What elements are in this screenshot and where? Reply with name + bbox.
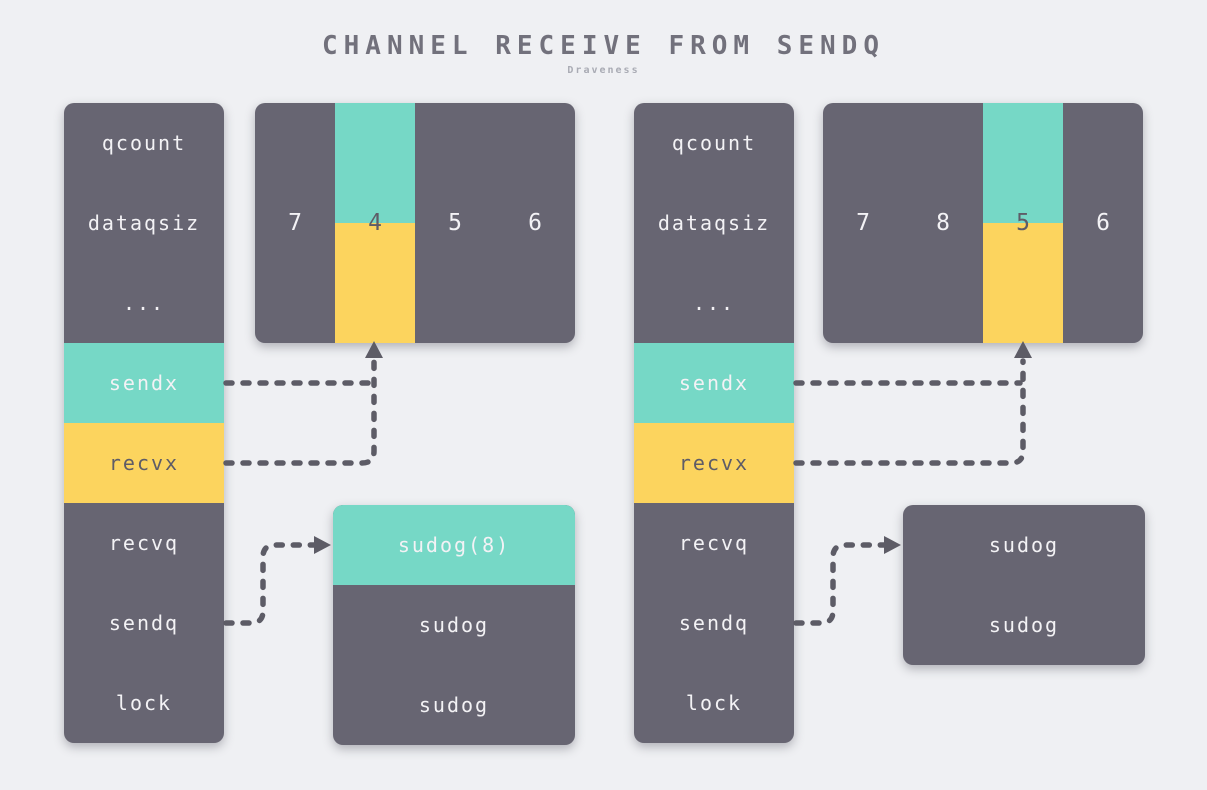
arrow-recvx-to-buffer-right [793,358,1026,466]
struct-field-dataqsiz: dataqsiz [657,211,771,235]
hchan-struct-right: qcount dataqsiz ... sendx recvx recvq se… [634,103,794,743]
ring-buffer-right: 7 8 5 6 [823,103,1143,343]
sudog-row: sudog [418,693,490,717]
arrow-sendq-to-sudog-left [223,542,317,626]
sudog-row: sudog [988,533,1060,557]
hchan-struct-left: qcount dataqsiz ... sendx recvx recvq se… [64,103,224,743]
buffer-cell-highlighted: 4 [335,103,415,343]
buffer-cell: 6 [528,210,542,236]
arrowhead-up-left [365,341,383,358]
struct-field-qcount: qcount [101,131,187,155]
struct-field-recvx: recvx [64,423,224,503]
arrowhead-right-left [314,536,331,554]
struct-field-recvx: recvx [634,423,794,503]
sendq-waiter-list-right: sudog sudog [903,505,1145,665]
struct-field-dataqsiz: dataqsiz [87,211,201,235]
sudog-row-active: sudog(8) [333,505,575,585]
struct-field-lock: lock [115,691,173,715]
buffer-cell: 8 [936,210,950,236]
struct-field-lock: lock [685,691,743,715]
page-title: CHANNEL RECEIVE FROM SENDQ [322,31,885,61]
sendq-waiter-list-left: sudog(8) sudog sudog [333,505,575,745]
struct-field-qcount: qcount [671,131,757,155]
struct-field-recvq: recvq [108,531,180,555]
buffer-cell: 7 [856,210,870,236]
struct-field-sendx: sendx [634,343,794,423]
author-watermark: Draveness [567,65,640,76]
buffer-cell-highlighted: 5 [983,103,1063,343]
arrow-recvx-to-buffer-left [223,358,377,466]
buffer-cell: 7 [288,210,302,236]
struct-field-sendq: sendq [108,611,180,635]
struct-field-recvq: recvq [678,531,750,555]
struct-field-sendx: sendx [64,343,224,423]
buffer-cell: 5 [448,210,462,236]
struct-field-ellipsis: ... [122,291,166,315]
arrow-sendq-to-sudog-right [793,542,887,626]
struct-field-ellipsis: ... [692,291,736,315]
struct-field-sendq: sendq [678,611,750,635]
ring-buffer-left: 7 4 5 6 [255,103,575,343]
arrowhead-up-right [1014,341,1032,358]
buffer-cell: 6 [1096,210,1110,236]
arrowhead-right-right [884,536,901,554]
sudog-row: sudog [418,613,490,637]
sudog-row: sudog [988,613,1060,637]
